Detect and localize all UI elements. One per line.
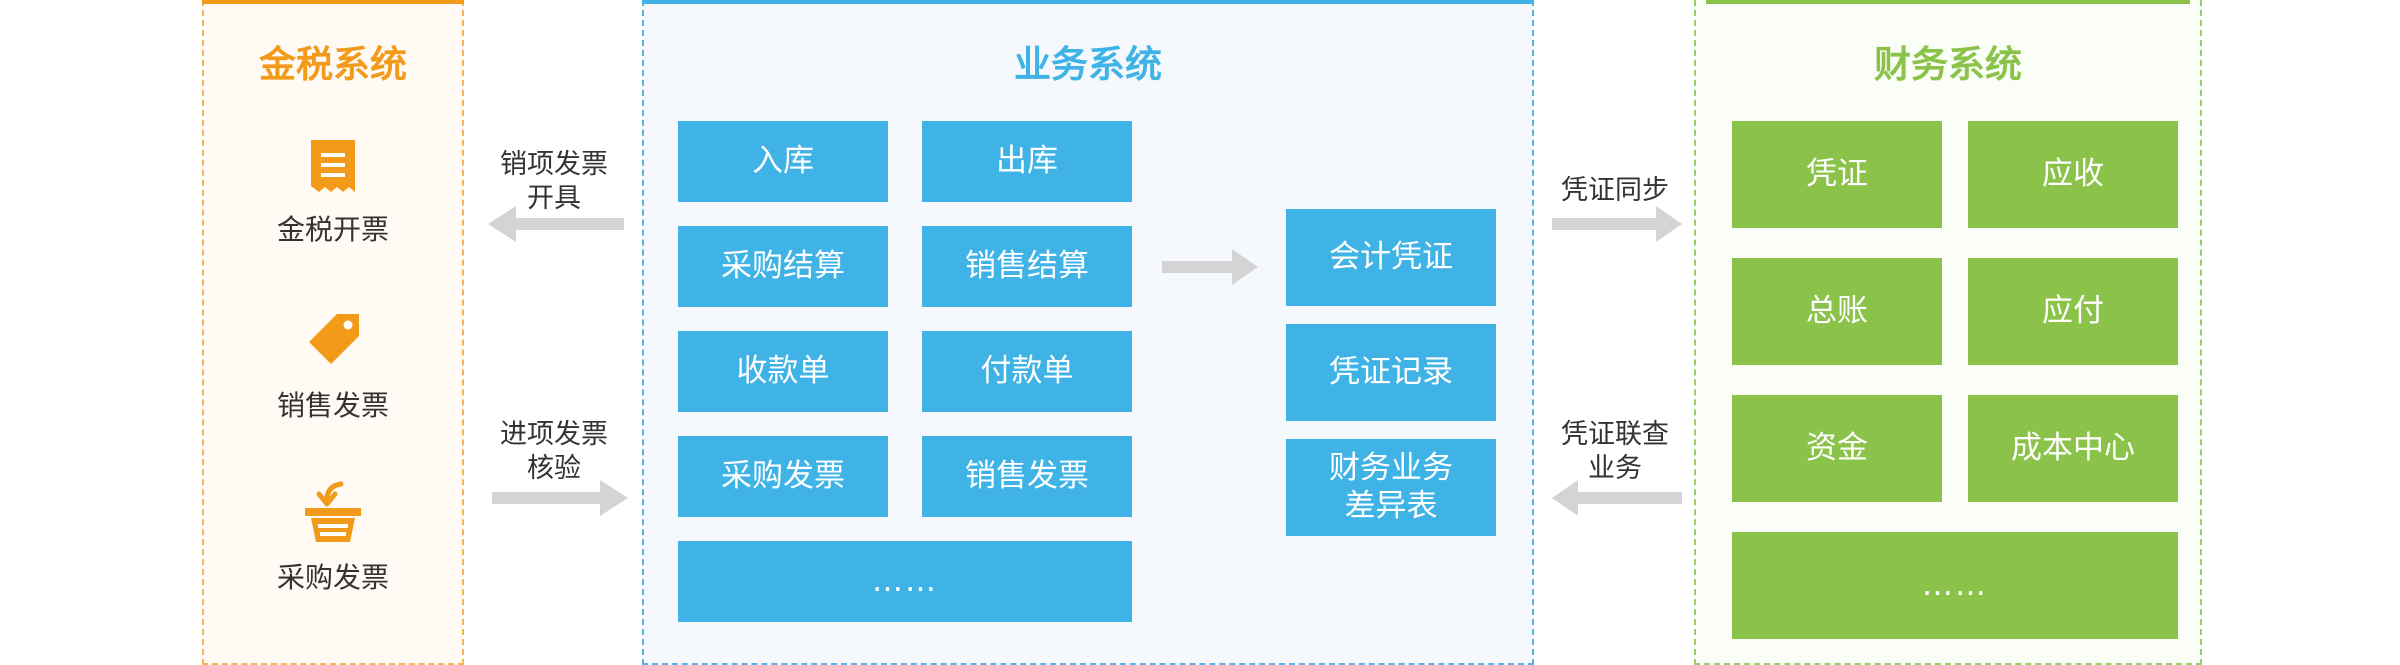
tax-panel-topbar bbox=[202, 0, 464, 4]
fin-module-cost-center[interactable]: 成本中心 bbox=[1968, 395, 2178, 502]
biz-module-accounting-voucher[interactable]: 会计凭证 bbox=[1286, 209, 1496, 306]
flow-label-voucher-link-query: 凭证联查 业务 bbox=[1561, 419, 1669, 484]
biz-module-payment-voucher[interactable]: 付款单 bbox=[922, 331, 1132, 412]
tax-item-purchase-invoice: 采购发票 bbox=[204, 480, 462, 596]
fin-module-receivable[interactable]: 应收 bbox=[1968, 121, 2178, 228]
arrow-left-to-tax bbox=[488, 206, 624, 242]
biz-module-more[interactable]: …… bbox=[678, 541, 1132, 622]
fin-module-voucher[interactable]: 凭证 bbox=[1732, 121, 1942, 228]
arrow-left-to-business bbox=[1552, 480, 1682, 516]
finance-panel-topbar bbox=[1706, 0, 2190, 4]
finance-panel-title: 财务系统 bbox=[1874, 43, 2022, 86]
biz-module-purchase-settlement[interactable]: 采购结算 bbox=[678, 226, 888, 307]
biz-module-sales-settlement[interactable]: 销售结算 bbox=[922, 226, 1132, 307]
arrow-right-to-business bbox=[492, 480, 628, 516]
receipt-icon bbox=[311, 140, 355, 192]
biz-module-finance-business-diff-table[interactable]: 财务业务 差异表 bbox=[1286, 439, 1496, 536]
tax-system-panel: 金税系统 金税开票 销售发票 采购发票 bbox=[202, 0, 464, 665]
flow-label-voucher-sync: 凭证同步 bbox=[1561, 175, 1669, 206]
flow-label-input-invoice-verify: 进项发票 核验 bbox=[500, 419, 608, 484]
fin-module-general-ledger[interactable]: 总账 bbox=[1732, 258, 1942, 365]
business-panel-topbar bbox=[642, 0, 1534, 4]
tax-item-label: 销售发票 bbox=[276, 389, 389, 422]
biz-module-purchase-invoice[interactable]: 采购发票 bbox=[678, 436, 888, 517]
arrow-right-to-finance bbox=[1552, 206, 1682, 242]
tax-panel-title: 金税系统 bbox=[259, 43, 407, 86]
biz-module-stock-in[interactable]: 入库 bbox=[678, 121, 888, 202]
tax-item-sales-invoice: 销售发票 bbox=[204, 312, 462, 424]
fin-module-funds[interactable]: 资金 bbox=[1732, 395, 1942, 502]
biz-module-voucher-record[interactable]: 凭证记录 bbox=[1286, 324, 1496, 421]
fin-module-more[interactable]: …… bbox=[1732, 532, 2178, 639]
biz-module-sales-invoice[interactable]: 销售发票 bbox=[922, 436, 1132, 517]
tax-item-label: 采购发票 bbox=[276, 561, 389, 594]
biz-module-stock-out[interactable]: 出库 bbox=[922, 121, 1132, 202]
tax-item-golden-tax-invoicing: 金税开票 bbox=[204, 140, 462, 248]
basket-icon bbox=[305, 481, 361, 542]
fin-module-payable[interactable]: 应付 bbox=[1968, 258, 2178, 365]
price-tag-icon bbox=[309, 314, 359, 364]
arrow-inner-business bbox=[1162, 249, 1258, 285]
tax-item-label: 金税开票 bbox=[276, 213, 389, 246]
business-panel-title: 业务系统 bbox=[1014, 43, 1162, 86]
flow-label-sales-invoice-issue: 销项发票 开具 bbox=[500, 149, 608, 214]
biz-module-receipt-voucher[interactable]: 收款单 bbox=[678, 331, 888, 412]
